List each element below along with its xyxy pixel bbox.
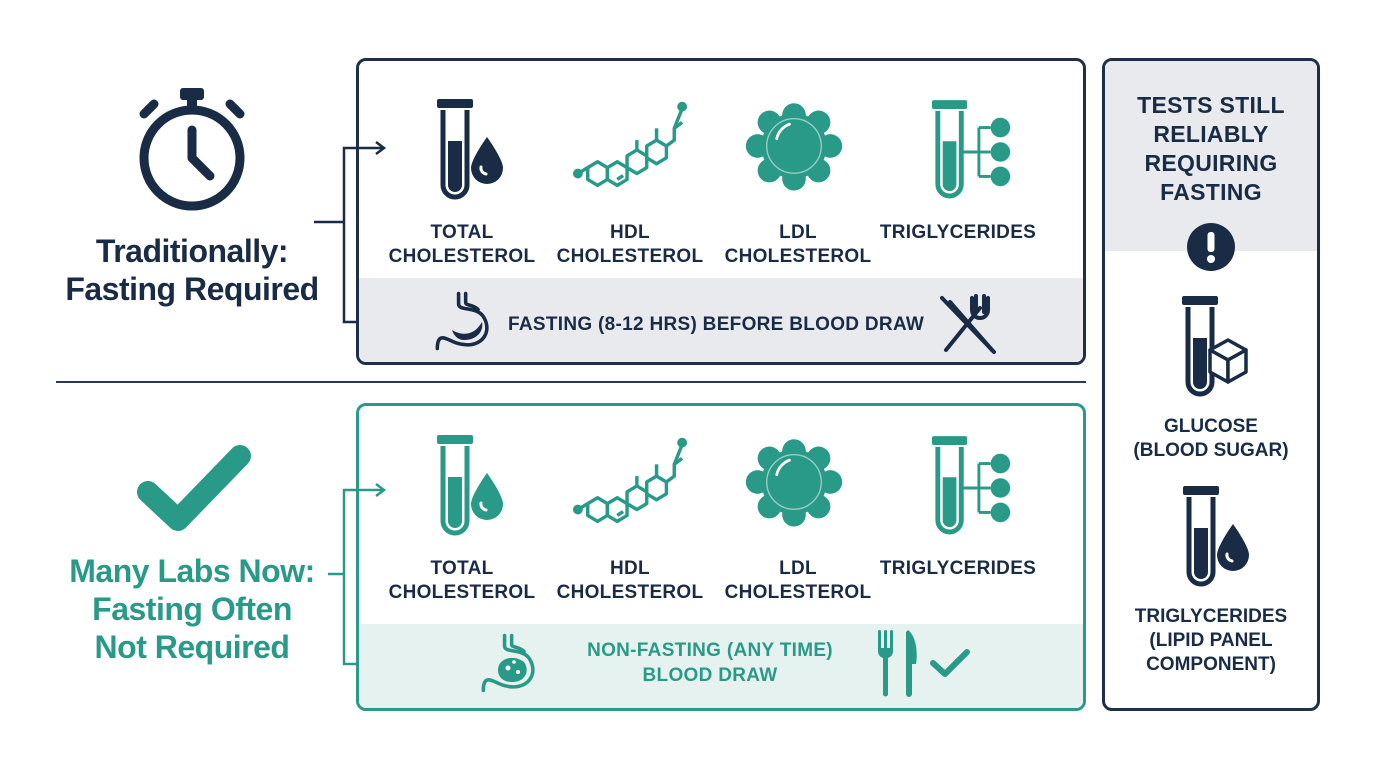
stomach-fill (452, 322, 483, 340)
non-fasting-band (359, 624, 1083, 708)
triglycerides-label-line2: (LIPID PANEL (1149, 630, 1273, 651)
title-line: RELIABLY (1153, 121, 1269, 147)
test-label-triglycerides: TRIGLYCERIDES (873, 221, 1043, 245)
triglycerides-label-line3: COMPONENT) (1146, 654, 1276, 675)
modern-heading-line3: Not Required (94, 629, 290, 665)
test-label-total: TOTAL CHOLESTEROL (377, 557, 547, 605)
non-fasting-line1: NON-FASTING (ANY TIME) (587, 640, 833, 661)
test-label-line2: CHOLESTEROL (724, 582, 872, 603)
test-label-line2: CHOLESTEROL (556, 582, 704, 603)
test-label-line1: HDL (610, 222, 650, 243)
still-fasting-panel: TESTS STILL RELIABLY REQUIRING FASTING G… (1102, 58, 1320, 711)
test-tube-sugar-cube-icon (1182, 296, 1248, 397)
test-label-line2: CHOLESTEROL (724, 246, 872, 267)
checkmark-icon (137, 445, 251, 531)
test-label-triglycerides: TRIGLYCERIDES (873, 557, 1043, 581)
traditional-heading-line2: Fasting Required (65, 271, 319, 307)
test-label-line1: TRIGLYCERIDES (879, 222, 1037, 243)
modern-heading-line2: Fasting Often (92, 591, 292, 627)
stopwatch-icon (139, 88, 245, 211)
triglycerides-label: TRIGLYCERIDES (LIPID PANEL COMPONENT) (1105, 605, 1317, 677)
test-label-line2: CHOLESTEROL (388, 246, 536, 267)
test-label-total: TOTAL CHOLESTEROL (377, 221, 547, 269)
test-tube-molecules-icon (930, 434, 1018, 542)
stomach-contents (498, 657, 527, 682)
test-label-hdl: HDL CHOLESTEROL (545, 557, 715, 605)
non-fasting-band-text: NON-FASTING (ANY TIME) BLOOD DRAW (560, 638, 860, 688)
modern-heading-line1: Many Labs Now: (69, 553, 315, 589)
glucose-label-line2: (BLOOD SUGAR) (1133, 440, 1289, 461)
test-label-ldl: LDL CHOLESTEROL (713, 557, 883, 605)
test-label-line1: HDL (610, 558, 650, 579)
section-divider (56, 381, 1086, 383)
molecule-structure-icon (572, 100, 690, 195)
traditional-heading-line1: Traditionally: (95, 233, 289, 269)
glucose-label-line1: GLUCOSE (1164, 416, 1258, 437)
molecule-structure-icon (572, 436, 690, 531)
triglycerides-label-line1: TRIGLYCERIDES (1134, 606, 1288, 627)
no-fork-knife-icon (940, 294, 996, 354)
test-label-line1: LDL (779, 558, 817, 579)
test-tube-drop-icon (434, 97, 506, 207)
title-line: FASTING (1160, 179, 1262, 205)
fork-knife-icon (878, 630, 917, 697)
traditional-heading: Traditionally: Fasting Required (42, 232, 342, 308)
test-label-line2: CHOLESTEROL (388, 582, 536, 603)
non-fasting-line2: BLOOD DRAW (642, 665, 778, 686)
lipoprotein-cluster-icon (744, 436, 844, 528)
test-tube-drop-icon (1180, 484, 1252, 594)
check-icon (930, 649, 970, 677)
still-fasting-title: TESTS STILL RELIABLY REQUIRING FASTING (1105, 91, 1317, 207)
test-label-line1: TOTAL (430, 222, 494, 243)
test-label-line2: CHOLESTEROL (556, 246, 704, 267)
glucose-label: GLUCOSE (BLOOD SUGAR) (1105, 415, 1317, 463)
test-tube-drop-icon (434, 433, 506, 543)
exclamation-icon (1187, 223, 1235, 271)
still-fasting-header (1105, 61, 1317, 251)
test-label-hdl: HDL CHOLESTEROL (545, 221, 715, 269)
test-label-line1: TRIGLYCERIDES (879, 558, 1037, 579)
modern-heading: Many Labs Now: Fasting Often Not Require… (42, 552, 342, 666)
title-line: REQUIRING (1144, 150, 1278, 176)
fasting-band-text: FASTING (8-12 HRS) BEFORE BLOOD DRAW (508, 314, 925, 335)
test-label-ldl: LDL CHOLESTEROL (713, 221, 883, 269)
test-tube-molecules-icon (930, 98, 1018, 206)
title-line: TESTS STILL (1137, 92, 1285, 118)
modern-panel (356, 403, 1086, 711)
test-label-line1: LDL (779, 222, 817, 243)
lipoprotein-cluster-icon (744, 100, 844, 192)
test-label-line1: TOTAL (430, 558, 494, 579)
